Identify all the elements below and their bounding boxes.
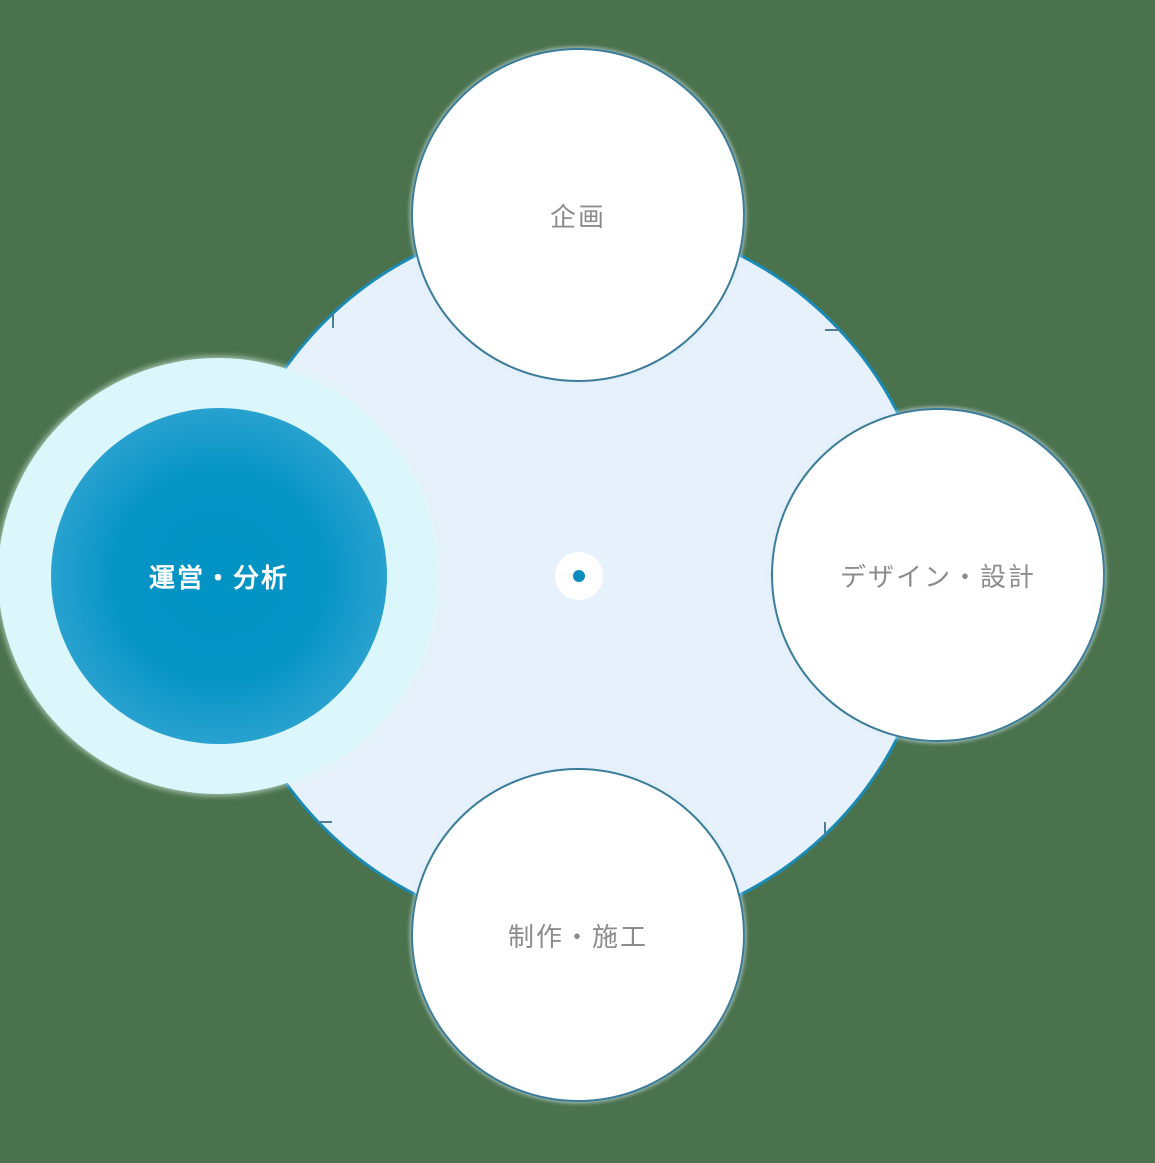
node-label: 企画	[549, 202, 606, 233]
node-design[interactable]: デザイン・設計	[771, 408, 1105, 742]
ring-tick-top-right	[825, 329, 839, 331]
ring-tick-bottom-right	[824, 822, 826, 836]
node-planning[interactable]: 企画	[411, 48, 745, 382]
center-marker	[555, 552, 603, 600]
ring-tick-bottom-left	[318, 821, 332, 823]
node-label: 制作・施工	[507, 922, 648, 953]
ring-tick-top-left	[332, 314, 334, 328]
node-operation-active[interactable]: 運営・分析	[51, 408, 387, 744]
center-dot-icon	[573, 570, 585, 582]
node-production[interactable]: 制作・施工	[411, 768, 745, 1102]
node-label: デザイン・設計	[839, 562, 1036, 593]
node-label: 運営・分析	[148, 563, 289, 594]
